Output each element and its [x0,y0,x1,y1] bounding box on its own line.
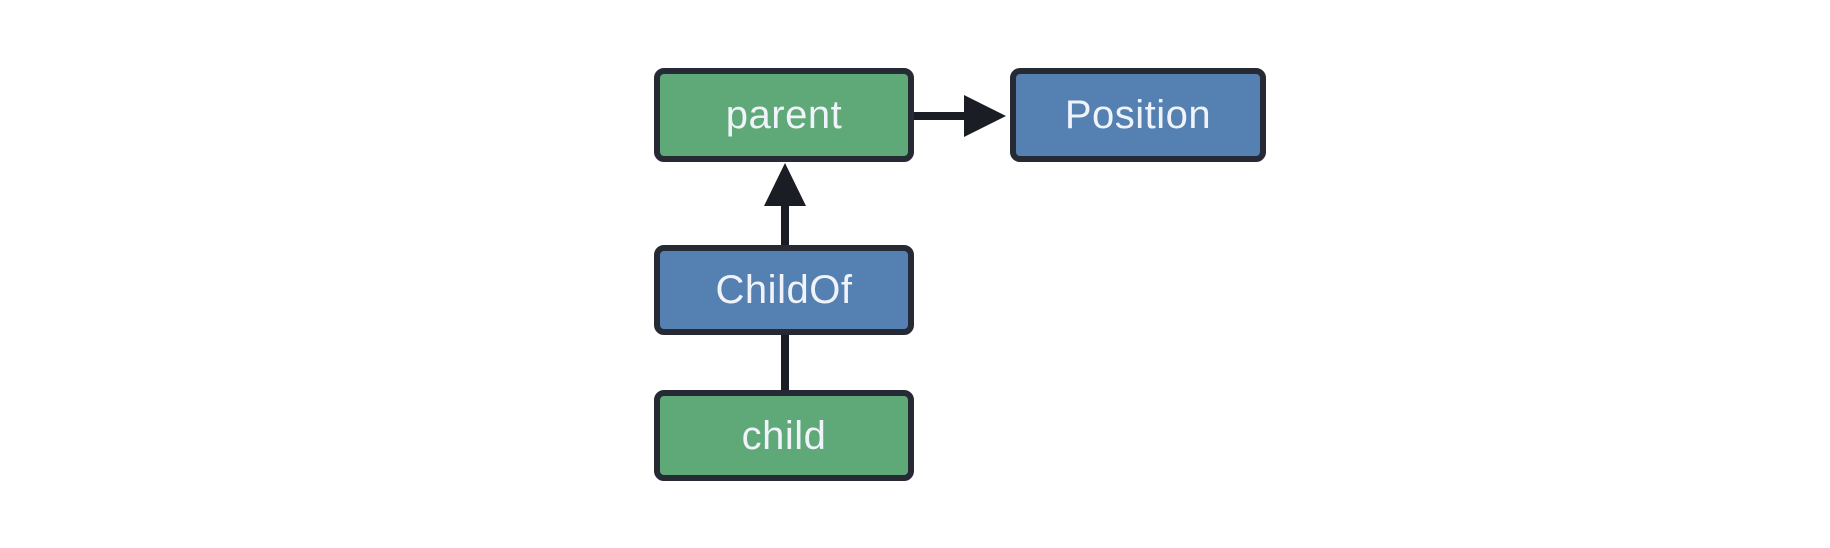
edge-parent-to-position [914,95,1006,137]
edge-childof-to-parent [764,163,806,245]
node-childof-label: ChildOf [715,268,853,312]
node-child-label: child [741,413,827,458]
node-parent-label: parent [725,93,843,137]
arrowhead-right-icon [964,95,1006,137]
node-position-label: Position [1064,93,1212,137]
node-parent: parent [654,68,914,162]
node-position: Position [1010,68,1266,162]
arrowhead-up-icon [764,163,806,206]
node-childof: ChildOf [654,245,914,335]
node-child: child [654,390,914,481]
